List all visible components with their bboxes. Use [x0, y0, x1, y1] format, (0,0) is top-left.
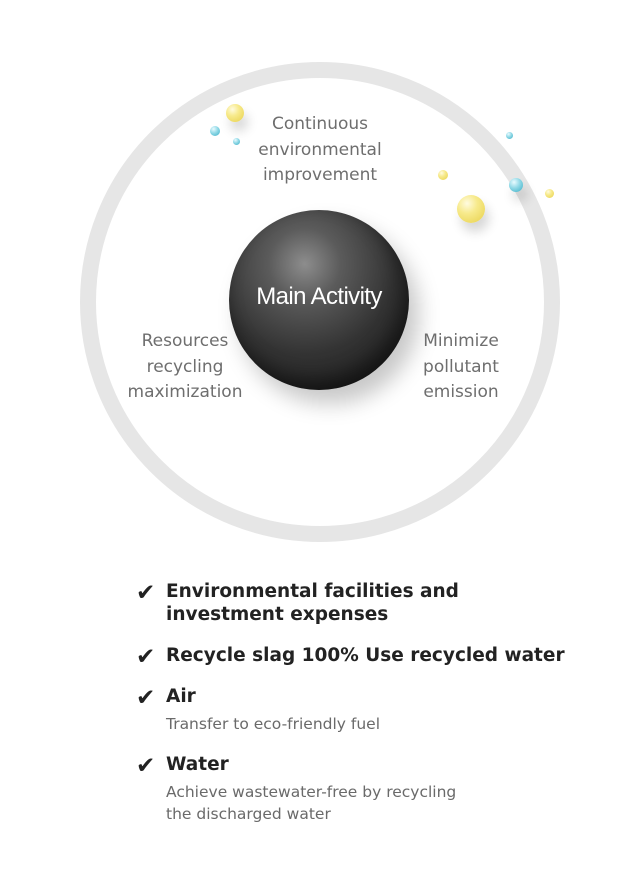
- continuous-improvement-label: Continuous environmental improvement: [258, 114, 382, 185]
- item-description: Achieve wastewater-free by recycling the…: [166, 783, 457, 823]
- yellow-sphere-icon: [438, 170, 448, 180]
- item-title: Air: [166, 686, 196, 707]
- activity-diagram: Main Activity Continuous environmental i…: [80, 62, 560, 542]
- main-activity-label: Main Activity: [256, 283, 382, 310]
- checkmark-icon: ✔: [136, 753, 156, 779]
- yellow-sphere-icon: [226, 104, 244, 122]
- item-description: Transfer to eco-friendly fuel: [166, 715, 381, 733]
- item-title: Recycle slag 100% Use recycled water: [166, 645, 565, 666]
- blue-sphere-icon: [210, 126, 220, 136]
- action-checklist: ✔ Environmental facilities and investmen…: [136, 580, 606, 825]
- blue-sphere-icon: [506, 132, 513, 139]
- checkmark-icon: ✔: [136, 685, 156, 711]
- checkmark-icon: ✔: [136, 580, 156, 606]
- list-item: ✔ Environmental facilities and investmen…: [136, 580, 606, 626]
- blue-sphere-icon: [233, 138, 240, 145]
- list-item: ✔ Recycle slag 100% Use recycled water: [136, 644, 606, 670]
- list-item: ✔ Water Achieve wastewater-free by recyc…: [136, 753, 606, 825]
- resources-recycling-label: Resources recycling maximization: [127, 331, 243, 402]
- list-item: ✔ Air Transfer to eco-friendly fuel: [136, 685, 606, 735]
- item-title: Environmental facilities and investment …: [166, 581, 459, 625]
- minimize-emission-label: Minimize pollutant emission: [423, 331, 499, 402]
- item-title: Water: [166, 754, 229, 775]
- checkmark-icon: ✔: [136, 644, 156, 670]
- main-activity-sphere: [229, 210, 409, 390]
- yellow-sphere-icon: [545, 189, 554, 198]
- yellow-sphere-icon: [457, 195, 485, 223]
- blue-sphere-icon: [509, 178, 523, 192]
